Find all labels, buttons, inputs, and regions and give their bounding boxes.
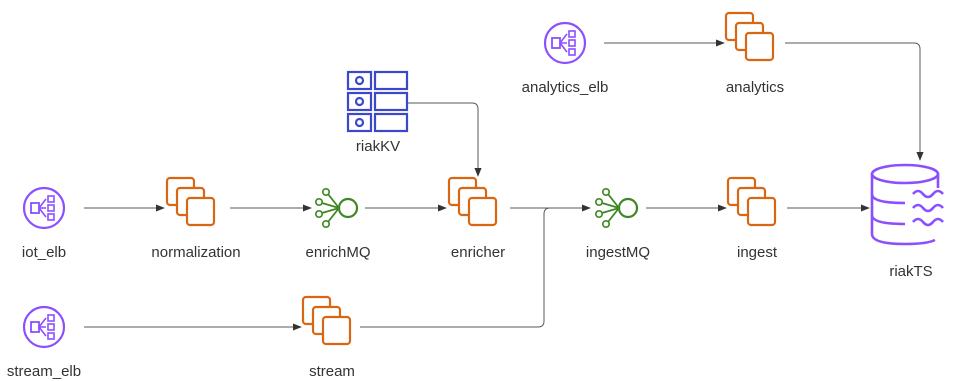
node-normalization[interactable]: normalization [151,176,241,261]
node-enricher[interactable]: enricher [447,176,505,261]
node-stream-elb[interactable]: stream_elb [7,305,81,380]
instances-icon [726,176,777,227]
node-label: stream [309,363,355,380]
node-label: analytics [726,79,784,96]
edge-riakkv-to-enricher [408,102,482,177]
instances-icon [724,11,775,62]
node-stream[interactable]: stream [301,295,355,380]
node-ingest[interactable]: ingest [726,176,778,261]
node-analytics-elb[interactable]: analytics_elb [522,21,609,96]
node-analytics[interactable]: analytics [724,11,784,96]
instances-icon [165,176,216,227]
node-label: riakTS [889,263,932,280]
node-label: ingest [737,244,778,261]
node-label: stream_elb [7,363,81,380]
edges [84,39,924,331]
node-label: normalization [151,244,240,261]
node-label: enricher [451,244,505,261]
instances-icon [301,295,352,346]
edge-stream-to-ingestmq [360,207,551,328]
time-series-db-icon [870,163,945,246]
node-label: iot_elb [22,244,66,261]
edge-analytics-to-riakts [785,42,924,161]
load-balancer-icon [22,305,66,349]
message-queue-icon [314,187,359,229]
node-riakts[interactable]: riakTS [870,163,945,280]
node-label: enrichMQ [305,244,370,261]
key-value-store-icon [346,70,409,133]
load-balancer-icon [543,21,587,65]
node-label: riakKV [356,138,400,155]
node-label: analytics_elb [522,79,609,96]
node-ingestmq[interactable]: ingestMQ [586,187,650,261]
node-enrichmq[interactable]: enrichMQ [305,187,371,261]
instances-icon [447,176,498,227]
message-queue-icon [594,187,639,229]
node-label: ingestMQ [586,244,650,261]
load-balancer-icon [22,186,66,230]
node-iot-elb[interactable]: iot_elb [22,186,66,261]
node-riakkv[interactable]: riakKV [346,70,409,155]
